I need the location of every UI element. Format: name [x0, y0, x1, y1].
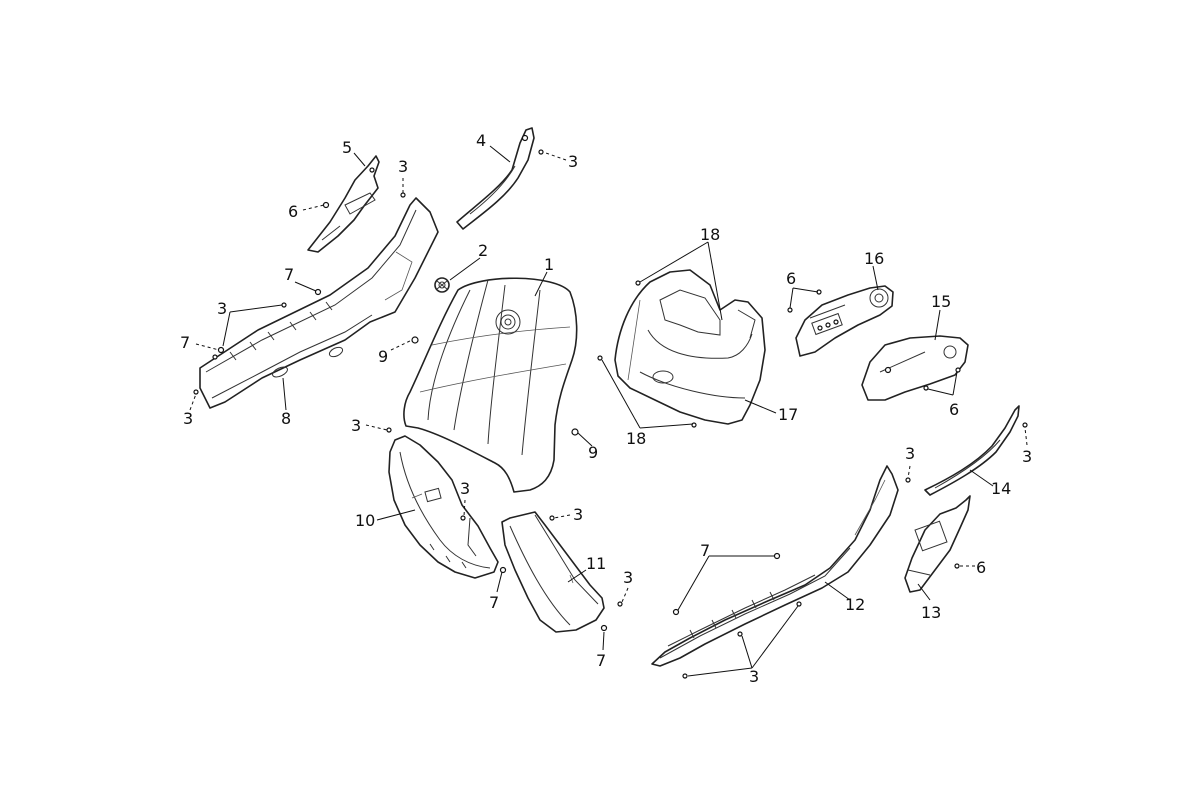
callout-3: 3	[749, 667, 759, 686]
callout-14: 14	[991, 479, 1011, 498]
callout-3: 3	[351, 416, 361, 435]
part-1-front-shield	[403, 277, 578, 493]
callout-15: 15	[931, 292, 951, 311]
callout-6: 6	[288, 202, 298, 221]
callout-6: 6	[949, 400, 959, 419]
callout-7: 7	[700, 541, 710, 560]
part-5-bracket-panel	[307, 155, 380, 253]
callout-7: 7	[180, 333, 190, 352]
fasteners	[193, 149, 1028, 679]
callout-labels: 1 2 3 3 3 3 3 3 3 3 3 3 3 3 4 5 6 6 6 6 …	[180, 131, 1032, 686]
callout-18: 18	[700, 225, 720, 244]
part-15-right-mid-bracket	[861, 335, 969, 401]
callout-9: 9	[378, 347, 388, 366]
part-2-emblem-cap	[434, 277, 450, 293]
callout-3: 3	[1022, 447, 1032, 466]
callout-5: 5	[342, 138, 352, 157]
callout-9: 9	[588, 443, 598, 462]
callout-16: 16	[864, 249, 884, 268]
callout-3: 3	[905, 444, 915, 463]
part-16-right-upper-bracket	[795, 285, 894, 357]
part-14-right-trim-strip	[924, 405, 1020, 496]
callout-3: 3	[623, 568, 633, 587]
part-8-left-side-trim	[199, 197, 439, 409]
callout-1: 1	[544, 255, 554, 274]
callout-3: 3	[398, 157, 408, 176]
callout-3: 3	[217, 299, 227, 318]
callout-12: 12	[845, 595, 865, 614]
callout-3: 3	[568, 152, 578, 171]
callout-2: 2	[478, 241, 488, 260]
part-17-inner-leg-shield	[614, 269, 766, 425]
part-10-left-lower-panel	[388, 435, 499, 579]
callout-4: 4	[476, 131, 486, 150]
callout-11: 11	[586, 554, 606, 573]
callout-6: 6	[976, 558, 986, 577]
callout-8: 8	[281, 409, 291, 428]
callout-6: 6	[786, 269, 796, 288]
callout-7: 7	[489, 593, 499, 612]
callout-7: 7	[284, 265, 294, 284]
callout-3: 3	[573, 505, 583, 524]
part-12-right-side-trim	[651, 465, 899, 667]
callout-17: 17	[778, 405, 798, 424]
callout-18: 18	[626, 429, 646, 448]
leader-lines	[189, 145, 1028, 677]
callout-3: 3	[460, 479, 470, 498]
callout-7: 7	[596, 651, 606, 670]
part-13-right-lower-bracket	[904, 495, 971, 593]
callout-13: 13	[921, 603, 941, 622]
part-11-center-lower-panel	[501, 511, 605, 633]
part-4-trim-strip	[456, 127, 535, 230]
callout-3: 3	[183, 409, 193, 428]
callout-10: 10	[355, 511, 375, 530]
